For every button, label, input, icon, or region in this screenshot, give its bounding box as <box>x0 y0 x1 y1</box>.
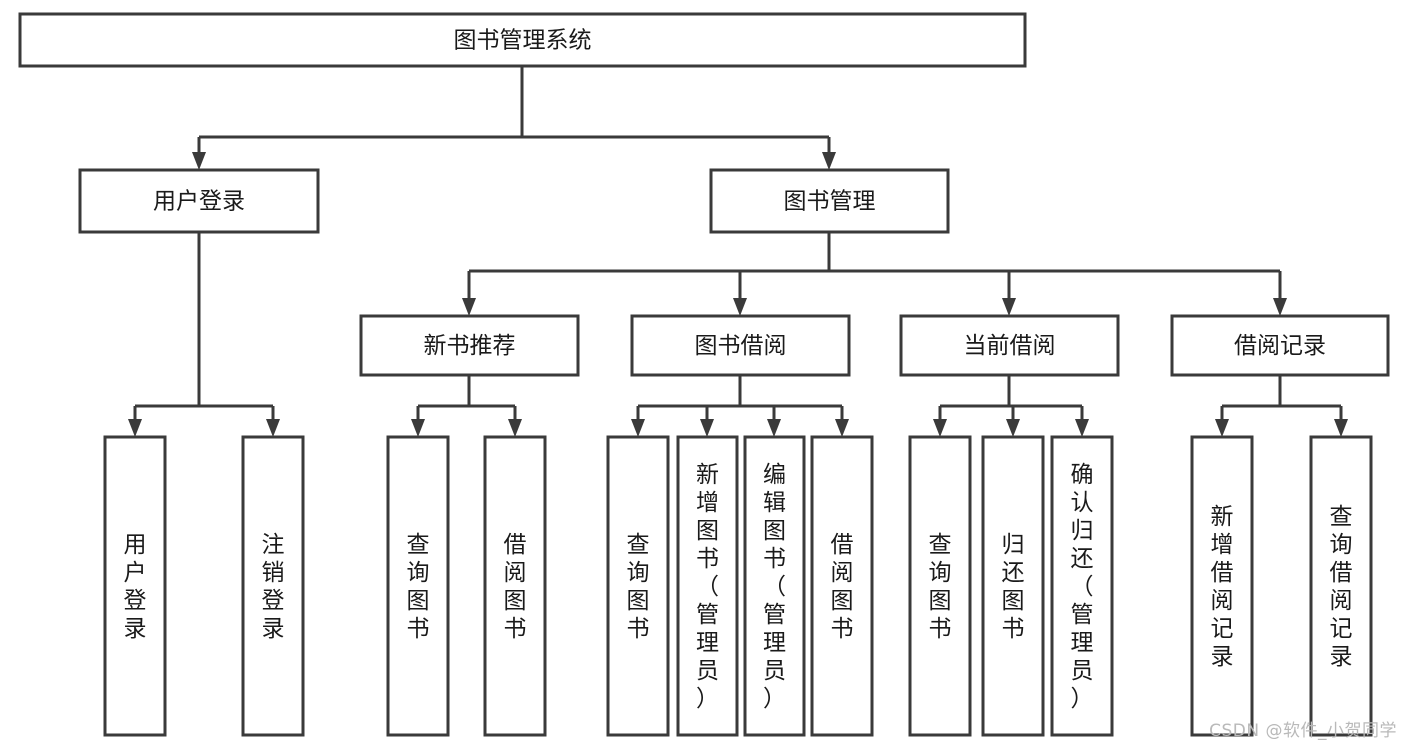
arrow-head-icon <box>835 419 849 437</box>
arrow-head-icon <box>462 298 476 316</box>
node-label: 查询借阅记录 <box>1330 504 1353 670</box>
node-leaf-query-book-rec[interactable]: 查询图书 <box>386 435 450 737</box>
arrow-head-icon <box>1002 298 1016 316</box>
node-leaf-confirm-return-admin[interactable]: 确认归还（管理员） <box>1050 435 1114 737</box>
node-new-book-rec[interactable]: 新书推荐 <box>359 314 580 377</box>
node-label: 图书管理 <box>784 189 876 215</box>
node-root[interactable]: 图书管理系统 <box>18 12 1027 68</box>
node-box <box>1170 314 1390 377</box>
node-box <box>103 435 167 737</box>
node-label: 用户登录 <box>124 532 147 642</box>
node-box <box>606 435 670 737</box>
node-label: 借阅图书 <box>504 532 527 642</box>
node-box <box>709 168 950 234</box>
arrow-head-icon <box>192 152 206 170</box>
node-label: 新增借阅记录 <box>1211 504 1234 670</box>
node-leaf-add-borrow-record[interactable]: 新增借阅记录 <box>1190 435 1254 737</box>
arrow-head-icon <box>1273 298 1287 316</box>
node-leaf-user-logout[interactable]: 注销登录 <box>241 435 305 737</box>
node-box <box>899 314 1120 377</box>
node-label: 新书推荐 <box>424 333 516 359</box>
node-leaf-borrow-book[interactable]: 借阅图书 <box>810 435 874 737</box>
node-box <box>386 435 450 737</box>
arrow-head-icon <box>822 152 836 170</box>
node-leaf-user-login[interactable]: 用户登录 <box>103 435 167 737</box>
node-box <box>359 314 580 377</box>
node-box <box>630 314 851 377</box>
node-box <box>241 435 305 737</box>
nodes-layer: 图书管理系统用户登录图书管理新书推荐图书借阅当前借阅借阅记录用户登录注销登录查询… <box>18 12 1390 737</box>
node-box <box>743 435 806 737</box>
node-user-login[interactable]: 用户登录 <box>78 168 320 234</box>
node-label: 编辑图书（管理员） <box>763 462 786 712</box>
arrow-head-icon <box>266 419 280 437</box>
csdn-watermark: CSDN @软件_小贺同学 <box>1209 721 1397 741</box>
arrow-head-icon <box>733 298 747 316</box>
arrow-head-icon <box>508 419 522 437</box>
arrow-head-icon <box>700 419 714 437</box>
node-leaf-query-book-borrow[interactable]: 查询图书 <box>606 435 670 737</box>
node-label: 新增图书（管理员） <box>696 462 719 712</box>
node-label: 查询图书 <box>929 532 952 642</box>
node-borrow-record[interactable]: 借阅记录 <box>1170 314 1390 377</box>
connectors-layer <box>128 66 1348 437</box>
node-label: 归还图书 <box>1002 532 1025 642</box>
node-box <box>483 435 547 737</box>
node-box <box>78 168 320 234</box>
arrow-head-icon <box>1215 419 1229 437</box>
node-label: 注销登录 <box>262 532 285 642</box>
arrow-head-icon <box>128 419 142 437</box>
node-box <box>676 435 739 737</box>
node-box <box>981 435 1045 737</box>
arrow-head-icon <box>1334 419 1348 437</box>
node-label: 图书借阅 <box>695 333 787 359</box>
node-leaf-query-book-current[interactable]: 查询图书 <box>908 435 972 737</box>
arrow-head-icon <box>933 419 947 437</box>
node-box <box>1050 435 1114 737</box>
node-label: 借阅记录 <box>1234 333 1326 359</box>
node-leaf-add-book-admin[interactable]: 新增图书（管理员） <box>676 435 739 737</box>
node-label: 借阅图书 <box>831 532 854 642</box>
node-leaf-borrow-book-rec[interactable]: 借阅图书 <box>483 435 547 737</box>
node-label: 图书管理系统 <box>454 28 592 54</box>
arrow-head-icon <box>411 419 425 437</box>
node-box <box>1309 435 1373 737</box>
node-book-borrow[interactable]: 图书借阅 <box>630 314 851 377</box>
node-current-borrow[interactable]: 当前借阅 <box>899 314 1120 377</box>
node-label: 当前借阅 <box>964 333 1056 359</box>
node-box <box>908 435 972 737</box>
node-label: 用户登录 <box>153 189 245 215</box>
node-label: 查询图书 <box>407 532 430 642</box>
arrow-head-icon <box>767 419 781 437</box>
node-book-manage[interactable]: 图书管理 <box>709 168 950 234</box>
node-label: 确认归还（管理员） <box>1071 462 1094 712</box>
node-leaf-edit-book-admin[interactable]: 编辑图书（管理员） <box>743 435 806 737</box>
arrow-head-icon <box>1075 419 1089 437</box>
node-leaf-return-book[interactable]: 归还图书 <box>981 435 1045 737</box>
node-box <box>810 435 874 737</box>
arrow-head-icon <box>1006 419 1020 437</box>
arrow-head-icon <box>631 419 645 437</box>
node-box <box>1190 435 1254 737</box>
node-leaf-query-borrow-record[interactable]: 查询借阅记录 <box>1309 435 1373 737</box>
node-label: 查询图书 <box>627 532 650 642</box>
node-box <box>18 12 1027 68</box>
